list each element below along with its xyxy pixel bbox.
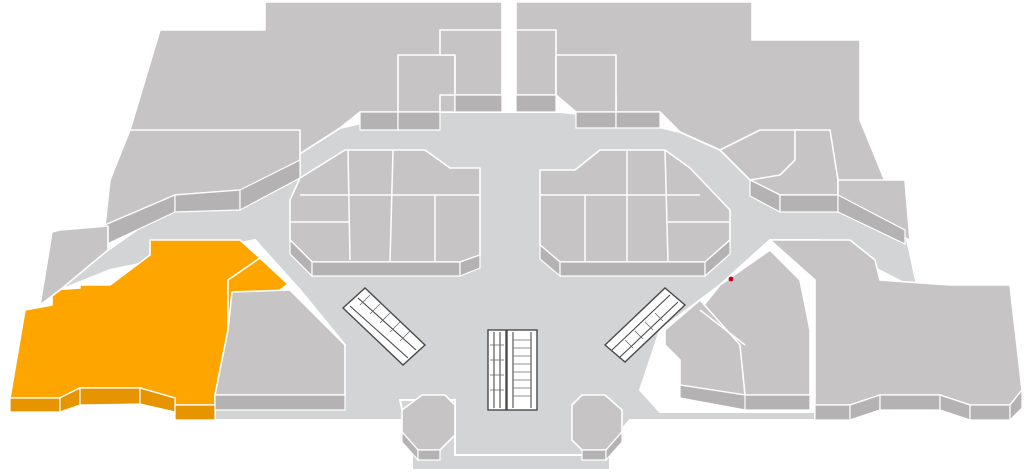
store-lower-right[interactable] [664,239,1023,422]
escalator-center-left [487,329,507,411]
store-top-center-left[interactable] [359,29,503,131]
escalator-east [603,287,687,363]
entrance-pillar-right [571,394,623,462]
store-lower-left[interactable] [39,225,346,411]
escalator-center-right [506,329,538,411]
location-marker-red[interactable] [728,276,734,282]
store-west-wing[interactable] [9,239,289,421]
store-block-center-right[interactable] [539,149,731,278]
store-top-right[interactable] [515,1,906,231]
escalator-west [341,287,427,366]
entrance-pillar-left [401,394,456,462]
store-block-center-left[interactable] [289,149,481,278]
store-right-cluster[interactable] [719,129,911,245]
